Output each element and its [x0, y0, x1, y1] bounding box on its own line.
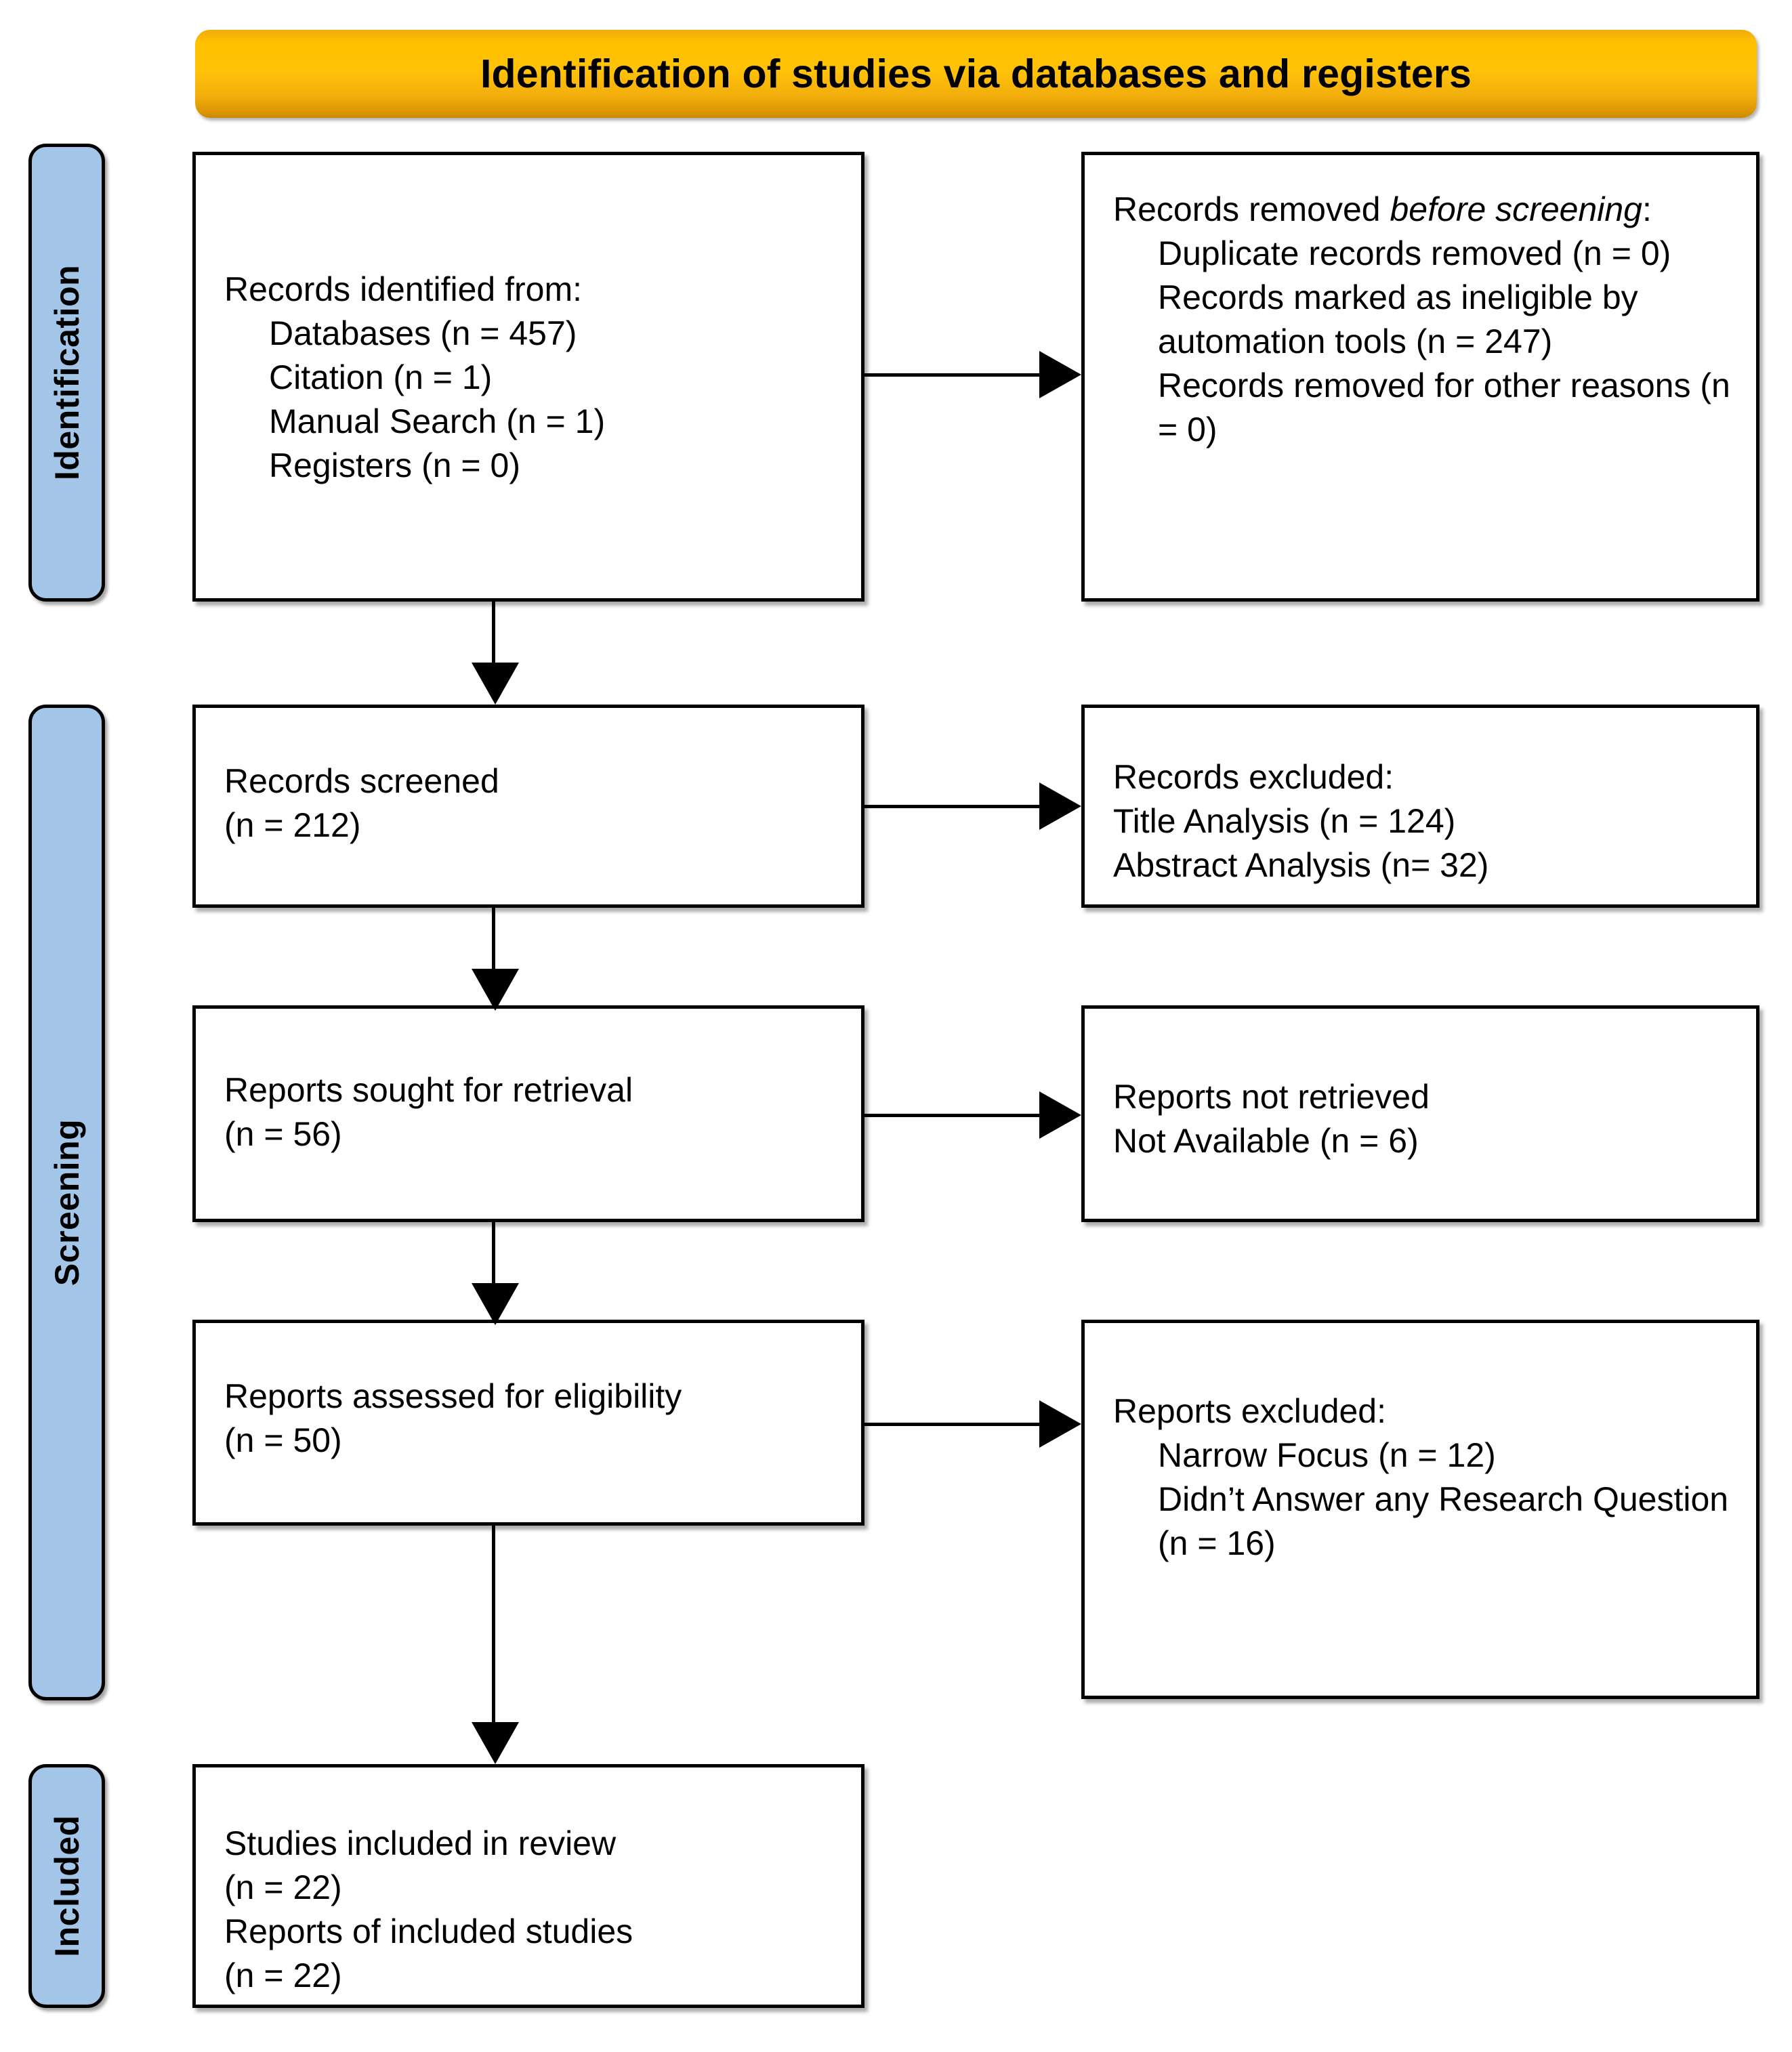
- connector-assessed-to-excluded: [864, 1423, 1049, 1426]
- stage-label-identification: Identification: [28, 144, 105, 602]
- box-studies-included-text: Studies included in review (n = 22) Repo…: [224, 1822, 843, 1998]
- records-excluded-line-1: Title Analysis (n = 124): [1113, 802, 1456, 840]
- reports-assessed-line-1: (n = 50): [224, 1421, 342, 1459]
- studies-included-line-2: Reports of included studies: [224, 1912, 633, 1950]
- arrow-right-icon-4: [1039, 1400, 1081, 1448]
- studies-included-line-1: (n = 22): [224, 1868, 342, 1906]
- box-reports-not-retrieved-text: Reports not retrieved Not Available (n =…: [1113, 1075, 1738, 1163]
- diagram-title: Identification of studies via databases …: [480, 51, 1472, 96]
- connector-screened-to-sought: [492, 908, 495, 976]
- records-removed-line-2: Records removed for other reasons (n = 0…: [1158, 367, 1730, 448]
- arrow-down-icon-4: [472, 1722, 519, 1764]
- stage-label-screening: Screening: [28, 705, 105, 1700]
- stage-label-included: Included: [28, 1764, 105, 2008]
- reports-not-retrieved-line-1: Not Available (n = 6): [1113, 1122, 1419, 1160]
- arrow-right-icon-2: [1039, 782, 1081, 830]
- records-identified-line-2: Manual Search (n = 1): [269, 402, 606, 440]
- connector-screened-to-excluded: [864, 805, 1049, 808]
- reports-sought-line-0: Reports sought for retrieval: [224, 1071, 633, 1109]
- records-excluded-line-0: Records excluded:: [1113, 758, 1394, 796]
- records-identified-line-3: Registers (n = 0): [269, 446, 520, 484]
- box-reports-assessed-text: Reports assessed for eligibility (n = 50…: [224, 1375, 843, 1463]
- records-removed-heading-prefix: Records removed: [1113, 190, 1390, 228]
- box-records-removed-text: Records removed before screening: Duplic…: [1113, 188, 1738, 452]
- records-screened-line-0: Records screened: [224, 762, 499, 800]
- reports-excluded-heading: Reports excluded:: [1113, 1392, 1387, 1430]
- box-records-identified: Records identified from: Databases (n = …: [192, 152, 864, 602]
- box-records-identified-text: Records identified from: Databases (n = …: [224, 268, 843, 488]
- studies-included-line-0: Studies included in review: [224, 1824, 617, 1862]
- arrow-down-icon-1: [472, 663, 519, 705]
- reports-excluded-line-0: Narrow Focus (n = 12): [1158, 1436, 1496, 1474]
- records-identified-heading: Records identified from:: [224, 270, 583, 308]
- reports-sought-line-1: (n = 56): [224, 1115, 342, 1153]
- box-reports-not-retrieved: Reports not retrieved Not Available (n =…: [1081, 1005, 1759, 1222]
- connector-sought-to-assessed: [492, 1222, 495, 1290]
- stage-label-screening-text: Screening: [47, 1118, 86, 1286]
- box-reports-excluded-text: Reports excluded: Narrow Focus (n = 12) …: [1113, 1389, 1738, 1566]
- reports-excluded-line-1: Didn’t Answer any Research Question (n =…: [1158, 1480, 1729, 1562]
- box-reports-sought: Reports sought for retrieval (n = 56): [192, 1005, 864, 1222]
- records-removed-heading-italic: before screening: [1390, 190, 1642, 228]
- arrow-right-icon-3: [1039, 1091, 1081, 1139]
- box-records-screened: Records screened (n = 212): [192, 705, 864, 908]
- connector-assessed-to-included: [492, 1526, 495, 1729]
- diagram-header-banner: Identification of studies via databases …: [195, 30, 1757, 118]
- reports-assessed-line-0: Reports assessed for eligibility: [224, 1377, 682, 1415]
- box-records-removed: Records removed before screening: Duplic…: [1081, 152, 1759, 602]
- box-records-excluded: Records excluded: Title Analysis (n = 12…: [1081, 705, 1759, 908]
- box-records-screened-text: Records screened (n = 212): [224, 759, 843, 847]
- stage-label-identification-text: Identification: [47, 264, 86, 481]
- box-reports-sought-text: Reports sought for retrieval (n = 56): [224, 1068, 843, 1156]
- arrow-down-icon-2: [472, 969, 519, 1011]
- records-excluded-line-2: Abstract Analysis (n= 32): [1113, 846, 1489, 884]
- records-identified-line-1: Citation (n = 1): [269, 358, 493, 396]
- reports-not-retrieved-line-0: Reports not retrieved: [1113, 1078, 1430, 1116]
- box-reports-assessed: Reports assessed for eligibility (n = 50…: [192, 1320, 864, 1526]
- connector-sought-to-notretrieved: [864, 1114, 1049, 1117]
- arrow-right-icon-1: [1039, 351, 1081, 398]
- connector-identified-to-screened: [492, 602, 495, 669]
- arrow-down-icon-3: [472, 1283, 519, 1325]
- studies-included-line-3: (n = 22): [224, 1956, 342, 1994]
- box-studies-included: Studies included in review (n = 22) Repo…: [192, 1764, 864, 2008]
- stage-label-included-text: Included: [47, 1815, 86, 1957]
- records-removed-line-0: Duplicate records removed (n = 0): [1158, 234, 1671, 272]
- records-removed-heading-suffix: :: [1642, 190, 1652, 228]
- records-removed-line-1: Records marked as ineligible by automati…: [1158, 278, 1638, 360]
- connector-identified-to-removed: [864, 373, 1049, 377]
- records-screened-line-1: (n = 212): [224, 806, 361, 844]
- box-reports-excluded: Reports excluded: Narrow Focus (n = 12) …: [1081, 1320, 1759, 1699]
- records-identified-line-0: Databases (n = 457): [269, 314, 577, 352]
- box-records-excluded-text: Records excluded: Title Analysis (n = 12…: [1113, 755, 1738, 887]
